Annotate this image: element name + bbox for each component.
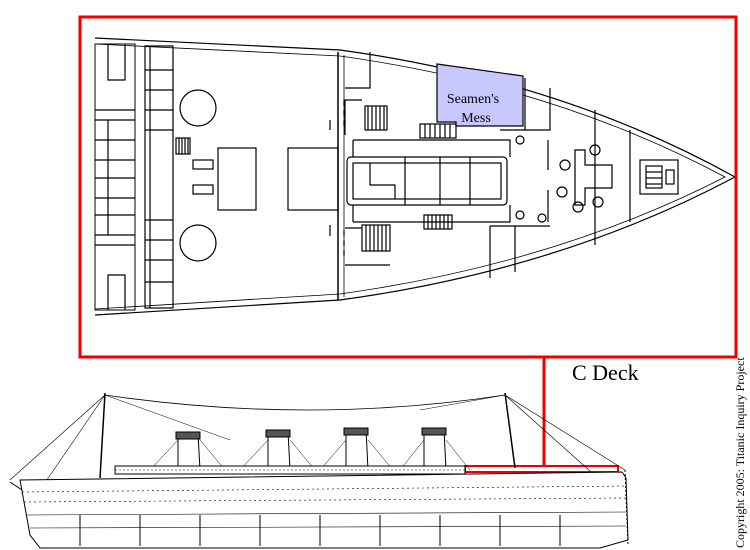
hull-profile	[19, 471, 629, 549]
copyright-notice: Copyright 2005: Titanic Inquiry Project	[733, 357, 747, 548]
seamens-mess-label-line1: Seamen's	[447, 92, 499, 107]
fore-mast	[504, 392, 516, 469]
seamens-mess-room: Seamen's Mess	[436, 63, 524, 127]
zoom-frame	[78, 15, 738, 359]
deck-plan	[94, 37, 737, 316]
seamens-mess-label-line2: Mess	[461, 111, 491, 126]
ship-location-marker	[464, 465, 619, 473]
ship-profile	[9, 392, 629, 549]
seamens-mess-highlight	[436, 63, 524, 127]
hull-outline	[94, 37, 737, 316]
aft-mast	[99, 392, 106, 479]
deck-name-label: C Deck	[572, 360, 639, 385]
